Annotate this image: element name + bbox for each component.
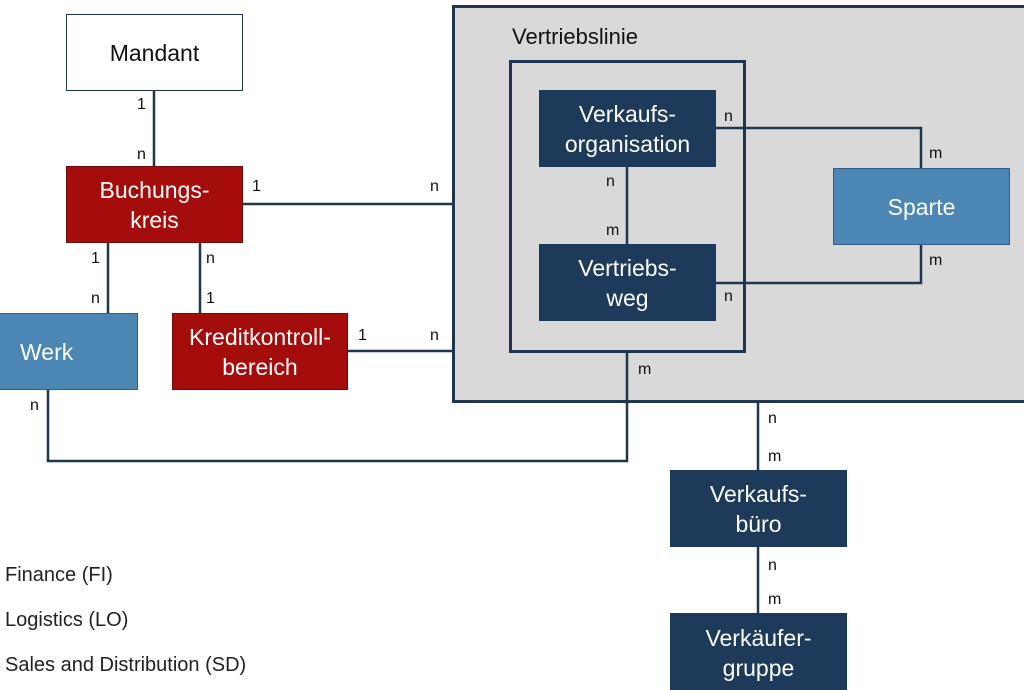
line-vo-sparte [716,126,923,168]
cardinality: n [768,410,777,427]
entity-label: Werk [20,338,74,365]
cardinality: n [430,327,439,344]
group-title: Vertriebslinie [512,24,638,49]
entity-label: Verkaufs- [709,480,808,507]
legend-finance: Finance (FI) [5,564,113,586]
inner-group-frame [509,60,746,353]
entity-label: weg [606,284,649,311]
entity-verkaeufergruppe: Verkäufer-gruppe [670,613,847,690]
cardinality: m [929,252,943,269]
entity-label: kreis [130,206,179,233]
entity-vertriebsweg: Vertriebs-weg [539,244,716,321]
connector-lines [46,90,923,613]
cardinality: n [430,178,439,195]
cardinality: m [606,222,620,239]
cardinality: m [638,361,652,378]
cardinality: n [91,290,100,307]
entity-verkaufsbuero: Verkaufs-büro [670,470,847,547]
cardinality: n [137,146,146,163]
entity-verkaufsorganisation: Verkaufs-organisation [539,90,716,167]
entity-label: büro [735,510,782,537]
entity-label: Verkäufer- [705,625,812,651]
entity-label: Mandant [109,39,200,66]
cardinality: 1 [358,327,367,344]
line-werk-vertriebslinie [46,352,629,463]
entity-kreditkontrollbereich: Kreditkontroll-bereich [172,313,348,390]
entity-mandant: Mandant [66,14,243,91]
entity-label: Kreditkontroll- [189,323,331,350]
cardinality: 1 [206,290,215,307]
entity-label: organisation [564,130,691,157]
entity-label: Sparte [887,193,956,220]
entity-label: gruppe [722,655,795,681]
legend-logistics: Logistics (LO) [5,609,129,631]
line-vw-sparte [716,244,923,285]
cardinality: n [724,108,733,125]
cardinality: n [768,557,777,574]
entity-label: Buchungs- [99,176,210,203]
cardinality: m [929,145,943,162]
cardinality: m [768,448,782,465]
entity-label: bereich [222,353,298,380]
cardinality: n [724,288,733,305]
cardinality: n [206,250,215,267]
entity-werk: Werk [0,313,138,390]
entity-label: Verkaufs- [578,100,677,127]
cardinality: 1 [91,250,100,267]
cardinality: m [768,591,782,608]
cardinality: 1 [252,178,261,195]
legend-sales: Sales and Distribution (SD) [5,654,247,676]
entity-label: Vertriebs- [578,254,677,281]
cardinality: n [606,173,615,190]
cardinality: n [30,397,39,414]
entity-buchungskreis: Buchungs-kreis [66,166,243,243]
cardinality: 1 [137,96,146,113]
entity-sparte: Sparte [833,168,1010,245]
